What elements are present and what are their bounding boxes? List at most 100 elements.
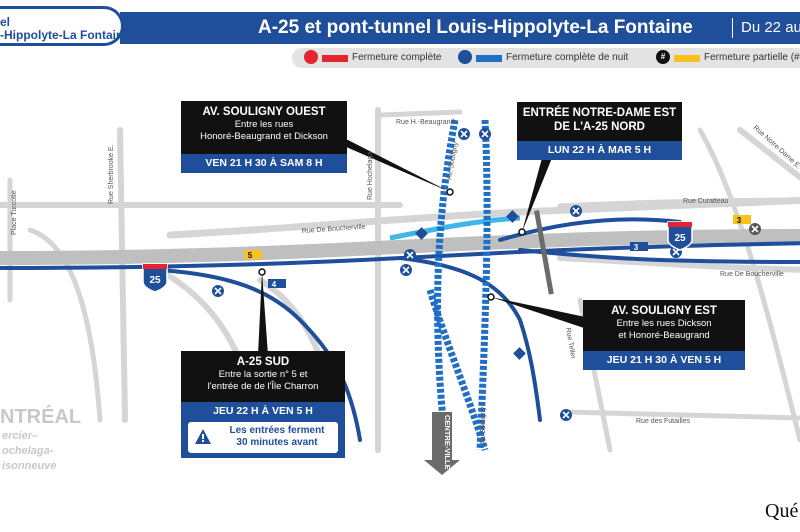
district-line: ercier– <box>2 430 39 442</box>
night-closure-icon <box>458 50 472 64</box>
a25-shield-east-number: 25 <box>674 233 686 244</box>
closure-x-icon <box>479 128 491 140</box>
logo-line-1: el <box>0 15 11 29</box>
closure-x-icon <box>404 249 416 261</box>
callout-a25-sud: A-25 SUD Entre la sortie n° 5 et l'entré… <box>181 351 345 458</box>
a25-blue-south-line <box>158 268 362 442</box>
label-teller: Rue Teller <box>564 327 576 360</box>
callout-line: l'entrée de de l'Île Charron <box>207 381 319 392</box>
a25-blue-east-line <box>518 248 800 264</box>
callout-title: AV. SOULIGNY OUEST <box>202 106 326 118</box>
street-hbeaugrand-road <box>377 109 463 118</box>
street-futailles-road <box>562 409 800 421</box>
souligny-closure-west <box>434 119 459 441</box>
callout-line: Entre les rues <box>234 119 294 130</box>
souligny-closure-curve <box>426 288 489 452</box>
label-hochelaga: Rue Hochelaga <box>367 152 374 200</box>
label-futailles: Rue des Futailles <box>636 418 691 425</box>
complete-closure-swatch <box>322 55 348 62</box>
centre-ville-sign: CENTRE-VILLE <box>424 412 460 475</box>
a25-shield-west-number: 25 <box>149 275 161 286</box>
warning-line: 30 minutes avant <box>236 437 318 448</box>
district-line: isonneuve <box>2 460 57 472</box>
street-boucherville-east-road <box>557 255 800 273</box>
callout-title: ENTRÉE NOTRE-DAME EST <box>522 107 677 119</box>
pointer-dot <box>446 188 454 196</box>
pointer-souligny-est <box>491 297 590 330</box>
callout-schedule: JEU 22 H À VEN 5 H <box>213 405 313 417</box>
legend-night: Fermeture complète de nuit <box>506 52 629 63</box>
callout-schedule: JEU 21 H 30 À VEN 5 H <box>583 351 745 370</box>
warning-icon <box>195 429 211 444</box>
label-sherbrooke: Rue Sherbrooke E. <box>108 144 115 204</box>
callout-line: Entre les rues Dickson <box>616 318 712 329</box>
souligny-closure-east <box>476 119 491 451</box>
closure-x-icon <box>749 223 761 235</box>
callout-title: AV. SOULIGNY EST <box>611 305 717 317</box>
label-boucherville-east: Rue De Boucherville <box>720 271 784 278</box>
warning-box: Les entrées ferment 30 minutes avant <box>187 421 339 454</box>
lane-count-4: 4 <box>272 280 277 289</box>
pointer-notre-dame <box>522 158 552 232</box>
pointer-dot <box>487 293 495 301</box>
legend-partial: Fermeture partielle (# vo <box>704 52 800 63</box>
notre-dame-entry-segment <box>389 215 521 241</box>
closure-x-icon <box>400 264 412 276</box>
callout-line: Honoré-Beaugrand et Dickson <box>200 131 328 142</box>
callout-schedule: LUN 22 H À MAR 5 H <box>517 141 682 160</box>
pointer-dot <box>258 268 266 276</box>
closure-x-icon <box>212 285 224 297</box>
callout-line: et Honoré-Beaugrand <box>618 330 710 341</box>
header-bar: A-25 et pont-tunnel Louis-Hippolyte-La F… <box>120 12 800 44</box>
ramp-c-road <box>27 227 103 423</box>
city-name: NTRÉAL <box>0 406 82 428</box>
callout-line: Entre la sortie n° 5 et <box>218 369 308 380</box>
warning-line: Les entrées ferment <box>229 425 325 436</box>
label-h-beaugrand: Rue H.-Beaugrand <box>396 119 454 126</box>
closure-x-icon <box>458 128 470 140</box>
callout-souligny-est: AV. SOULIGNY EST Entre les rues Dickson … <box>583 300 745 370</box>
a25-shield-west: 25 <box>142 263 168 293</box>
label-place: Place Turcotte <box>11 190 18 235</box>
quebec-logo: Qué <box>765 500 799 522</box>
night-closure-swatch <box>476 55 502 62</box>
closure-x-icon <box>560 409 572 421</box>
date-range: Du 22 au <box>741 19 800 36</box>
street-sherbrooke-road <box>117 127 128 423</box>
diamond-icon <box>513 347 526 360</box>
centre-ville-label: CENTRE-VILLE <box>443 415 452 470</box>
label-souligny-south: Av. Souligny <box>480 406 487 445</box>
callout-notre-dame: ENTRÉE NOTRE-DAME EST DE L'A-25 NORD LUN… <box>517 102 682 160</box>
callout-souligny-ouest: AV. SOULIGNY OUEST Entre les rues Honoré… <box>181 101 347 173</box>
lane-count-5: 5 <box>248 251 253 260</box>
callout-schedule: VEN 21 H 30 À SAM 8 H <box>181 154 347 173</box>
callout-schedule-box: JEU 22 H À VEN 5 H Les entrées ferment 3… <box>181 402 345 458</box>
logo-line-2: -Hippolyte-La Fontaine <box>0 28 130 42</box>
page-title: A-25 et pont-tunnel Louis-Hippolyte-La F… <box>258 17 693 38</box>
district-line: ochelaga- <box>2 445 54 457</box>
partial-closure-icon: # <box>656 50 670 64</box>
complete-closure-icon <box>304 50 318 64</box>
legend-complete: Fermeture complète <box>352 52 442 63</box>
project-logo: el -Hippolyte-La Fontaine <box>0 6 130 46</box>
pointer-dot <box>518 228 526 236</box>
callout-title: A-25 SUD <box>236 356 290 368</box>
a25-blue-ramp-line <box>398 256 542 422</box>
lane-flags <box>244 215 751 288</box>
diamond-icon <box>415 227 428 240</box>
closure-x-icon <box>570 205 582 217</box>
partial-closure-swatch <box>674 55 700 62</box>
callout-title: DE L'A-25 NORD <box>554 121 645 133</box>
lane-count-3b: 3 <box>737 216 742 225</box>
pointer-souligny-ouest <box>330 140 450 192</box>
street-notre-dame-road <box>737 127 800 181</box>
a25-shield-east: 25 <box>667 221 693 251</box>
header-divider <box>732 18 733 38</box>
street-curatteau-road <box>557 197 800 209</box>
legend: Fermeture complète Fermeture complète de… <box>292 48 800 68</box>
pointer-a25-sud <box>258 272 268 355</box>
street-boucherville-road <box>166 196 800 239</box>
teller-bridge <box>534 210 554 295</box>
label-curatteau: Rue Curatteau <box>683 198 729 205</box>
label-boucherville-west: Rue De Boucherville <box>302 224 366 235</box>
